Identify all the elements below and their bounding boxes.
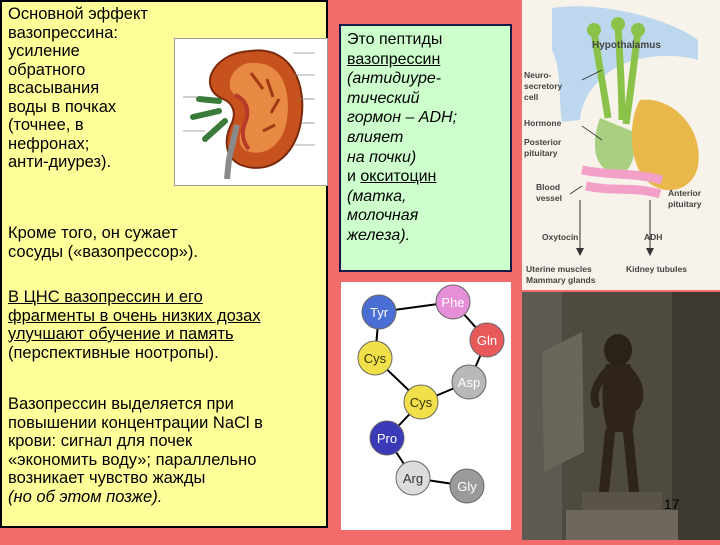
- text-line: улучшают обучение и память: [8, 325, 234, 343]
- manneken-pis-icon: [522, 292, 720, 540]
- uterine-muscles-label: Uterine muscles: [526, 264, 592, 274]
- pituitary-illustration: Hypothalamus Neuro- secretory cell Hormo…: [522, 0, 720, 290]
- anterior-pituitary-label: pituitary: [668, 199, 702, 209]
- release-text: Вазопрессин выделяется при повышении кон…: [8, 395, 263, 506]
- text-line: (перспективные ноотропы).: [8, 343, 219, 362]
- text-line: тический: [347, 89, 420, 107]
- text-line: Вазопрессин выделяется при: [8, 395, 234, 413]
- residue-circle: [469, 322, 505, 358]
- vasopressor-text: Кроме того, он сужает сосуды («вазопресс…: [8, 224, 198, 261]
- residue-label: Pro: [377, 431, 397, 446]
- amino-acid-gln: Gln: [469, 322, 505, 358]
- residue-label: Gln: [477, 333, 497, 348]
- page-number: 17: [664, 496, 680, 512]
- residue-circle: [449, 468, 485, 504]
- text-line: нефронах;: [8, 134, 90, 153]
- mammary-glands-label: Mammary glands: [526, 275, 596, 285]
- residue-label: Gly: [457, 479, 477, 494]
- neurosecretory-label: Neuro-: [524, 70, 552, 80]
- text-line: возникает чувство жажды: [8, 469, 206, 487]
- residue-circle: [451, 364, 487, 400]
- text-line: Это пептиды: [347, 31, 443, 48]
- residue-label: Cys: [364, 351, 387, 366]
- blood-vessel-label: Blood: [536, 182, 560, 192]
- text-line: всасывания: [8, 79, 100, 97]
- amino-acid-arg: Arg: [395, 460, 431, 496]
- text-line: крови: сигнал для почек: [8, 432, 193, 450]
- cns-text: В ЦНС вазопрессин и его фрагменты в очен…: [8, 288, 261, 362]
- text-line: сосуды («вазопрессор»).: [8, 242, 199, 261]
- blood-vessel-label: vessel: [536, 193, 562, 203]
- text-line: воды в почках: [8, 97, 117, 116]
- text-line: (точнее, в: [8, 116, 84, 134]
- text-line: В ЦНС вазопрессин и его: [8, 288, 203, 306]
- residue-circle: [357, 340, 393, 376]
- text-line: (но об этом позже).: [8, 487, 163, 506]
- amino-acid-gly: Gly: [449, 468, 485, 504]
- vasopressin-term: вазопрессин: [347, 50, 441, 68]
- text-line: (антидиуре-: [347, 70, 442, 88]
- text-line: Кроме того, он сужает: [8, 224, 178, 242]
- residue-circle: [361, 294, 397, 330]
- posterior-pituitary-label: pituitary: [524, 148, 558, 158]
- text-line: и окситоцин: [347, 167, 504, 187]
- residue-label: Phe: [441, 295, 464, 310]
- left-text-panel: Основной эффект вазопрессина: усиление о…: [0, 0, 328, 528]
- residue-circle: [395, 460, 431, 496]
- adh-label: ADH: [644, 232, 662, 242]
- residue-label: Asp: [458, 375, 480, 390]
- amino-acid-phe: Phe: [435, 284, 471, 320]
- hypothalamus-diagram: Hypothalamus Neuro- secretory cell Hormo…: [522, 0, 720, 290]
- amino-acid-tyr: Tyr: [361, 294, 397, 330]
- text-line: Основной эффект: [8, 5, 148, 23]
- residue-circle: [403, 384, 439, 420]
- residue-label: Tyr: [370, 305, 389, 320]
- hypothalamus-label: Hypothalamus: [592, 40, 661, 51]
- kidney-icon: [183, 49, 315, 180]
- amino-acid-cys: Cys: [403, 384, 439, 420]
- neurosecretory-label: cell: [524, 92, 538, 102]
- peptides-panel: Это пептиды вазопрессин (антидиуре- тиче…: [339, 24, 512, 272]
- text-line: влияет: [347, 128, 404, 146]
- oxytocin-label: Oxytocin: [542, 232, 578, 242]
- amino-acid-cys: Cys: [357, 340, 393, 376]
- text-line: гормон – ADH;: [347, 109, 458, 127]
- oxytocin-term: окситоцин: [360, 168, 437, 186]
- residue-circle: [369, 420, 405, 456]
- statue-photo: [522, 292, 720, 540]
- hormone-label: Hormone: [524, 118, 562, 128]
- kidney-illustration: [174, 38, 328, 186]
- text-line: (матка,: [347, 187, 407, 205]
- kidney-tubules-label: Kidney tubules: [626, 264, 687, 274]
- text-line: анти-диурез).: [8, 153, 112, 171]
- neurosecretory-label: secretory: [524, 81, 563, 91]
- residue-label: Arg: [403, 471, 423, 486]
- text-line: молочная: [347, 207, 419, 225]
- amino-acid-pro: Pro: [369, 420, 405, 456]
- text-line: на почки): [347, 148, 417, 166]
- text-fragment: и: [347, 168, 361, 186]
- text-line: обратного: [8, 60, 86, 79]
- text-line: железа).: [347, 226, 411, 244]
- text-line: вазопрессина:: [8, 23, 119, 42]
- text-line: «экономить воду»; параллельно: [8, 450, 257, 469]
- text-line: фрагменты в очень низких дозах: [8, 306, 261, 325]
- text-line: усиление: [8, 42, 80, 60]
- residue-circle: [435, 284, 471, 320]
- amino-acid-asp: Asp: [451, 364, 487, 400]
- text-line: повышении концентрации NaCl в: [8, 413, 263, 432]
- anterior-pituitary-label: Anterior: [668, 188, 702, 198]
- posterior-pituitary-label: Posterior: [524, 137, 562, 147]
- main-effect-text: Основной эффект вазопрессина: усиление о…: [8, 5, 148, 172]
- residue-label: Cys: [410, 395, 433, 410]
